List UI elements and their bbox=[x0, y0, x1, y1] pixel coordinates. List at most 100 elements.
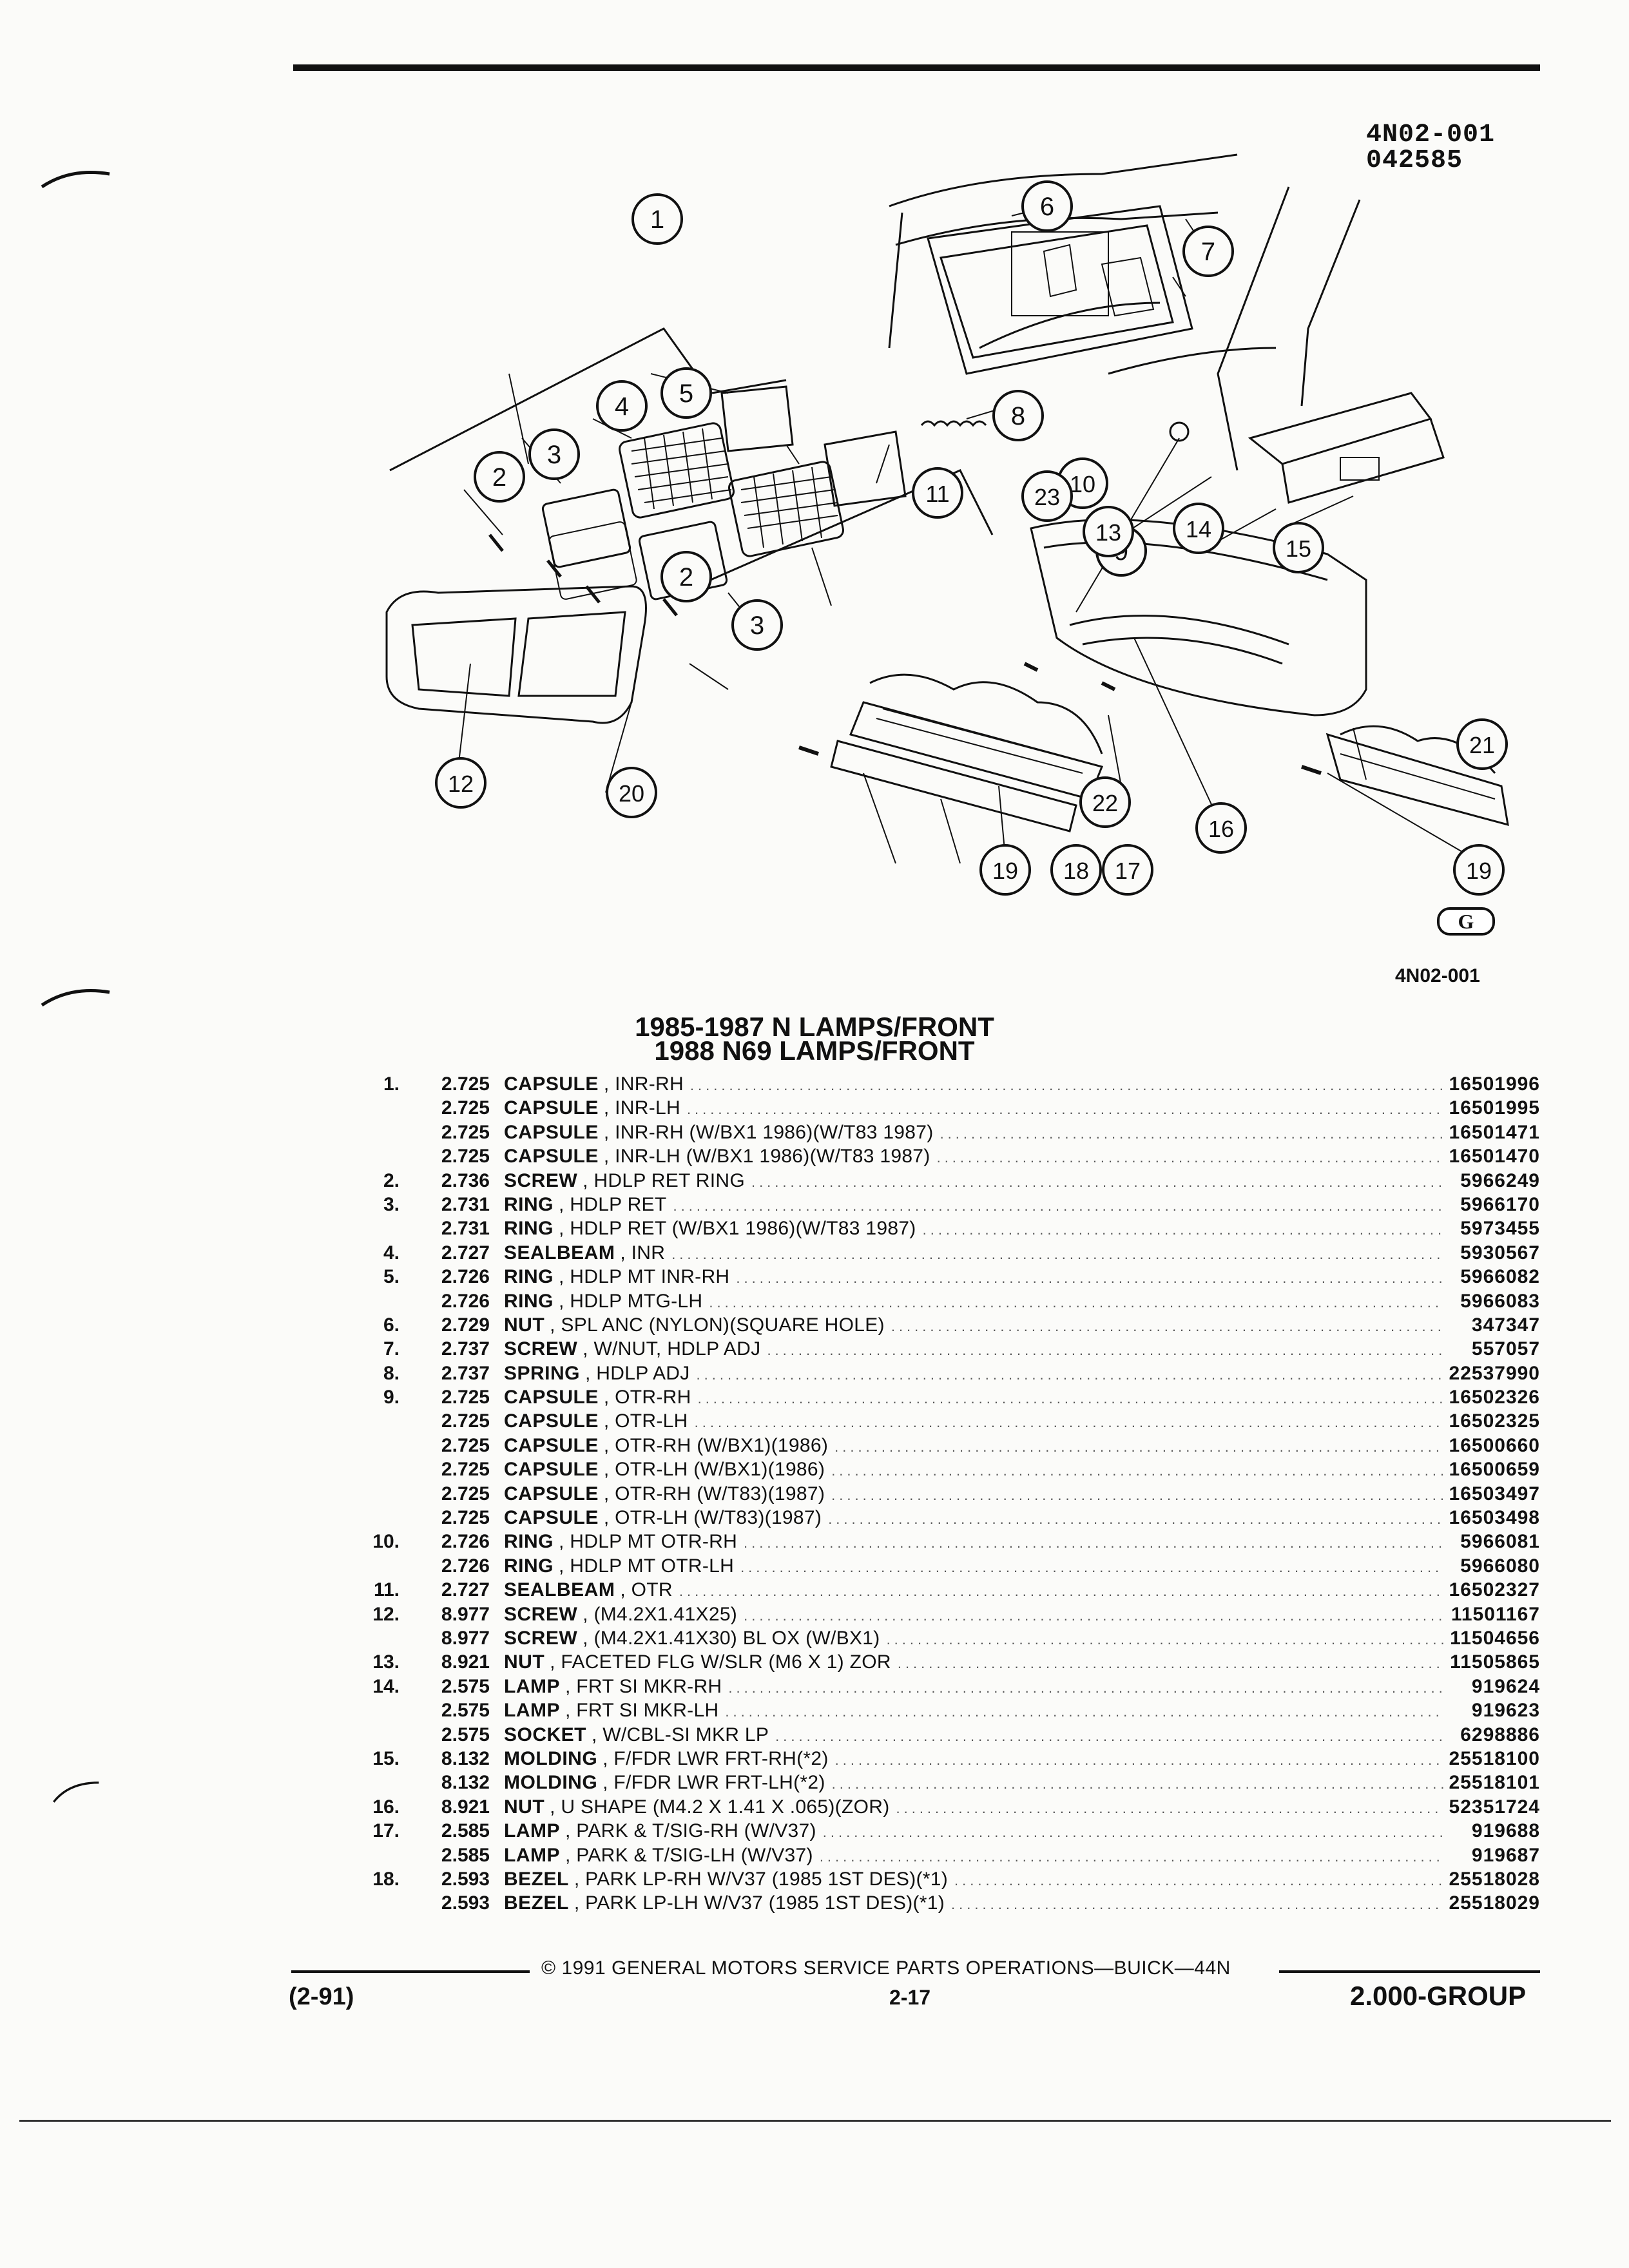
part-number: 11505865 bbox=[1450, 1651, 1540, 1673]
part-name: CAPSULE bbox=[504, 1459, 599, 1481]
part-number: 5966083 bbox=[1460, 1290, 1540, 1312]
dot-leader bbox=[889, 1796, 1443, 1820]
callout-label: 16 bbox=[1208, 816, 1234, 842]
park-lamp-17 bbox=[849, 673, 1104, 800]
callout-label: 4 bbox=[615, 392, 629, 421]
part-number: 5966081 bbox=[1460, 1531, 1540, 1553]
dot-leader bbox=[825, 1772, 1443, 1796]
part-number: 6298886 bbox=[1460, 1724, 1540, 1745]
item-number: 10. bbox=[372, 1531, 400, 1553]
dot-leader bbox=[760, 1338, 1443, 1362]
callout-3: 3 bbox=[528, 428, 580, 480]
part-name: LAMP bbox=[504, 1820, 560, 1842]
ret-ring-3a bbox=[541, 488, 631, 568]
item-number: 13. bbox=[372, 1651, 400, 1673]
callout-layer: 1234567891011121314151617181920212223231… bbox=[435, 180, 1508, 896]
callout-label: 8 bbox=[1011, 402, 1025, 430]
part-name: LAMP bbox=[504, 1844, 560, 1866]
group-number: 8.132 bbox=[441, 1772, 490, 1794]
part-description: , INR-LH bbox=[603, 1097, 680, 1119]
group-number: 8.921 bbox=[441, 1796, 490, 1818]
part-number: 919623 bbox=[1471, 1700, 1540, 1722]
callout-13: 13 bbox=[1083, 506, 1134, 557]
figure-code: 4N02-001 042585 bbox=[1366, 122, 1495, 174]
callout-3: 3 bbox=[731, 599, 783, 651]
callout-19: 19 bbox=[979, 844, 1031, 896]
part-name: CAPSULE bbox=[504, 1507, 599, 1529]
group-number: 2.575 bbox=[441, 1675, 490, 1697]
part-number: 25518100 bbox=[1449, 1747, 1540, 1769]
part-name: SCREW bbox=[504, 1338, 578, 1360]
part-name: RING bbox=[504, 1531, 554, 1553]
dot-leader bbox=[665, 1242, 1443, 1266]
callout-label: 19 bbox=[992, 858, 1018, 884]
dot-leader bbox=[718, 1700, 1443, 1724]
part-description: , W/CBL-SI MKR LP bbox=[592, 1724, 769, 1745]
part-name: SEALBEAM bbox=[504, 1242, 615, 1264]
item-number: 2. bbox=[383, 1169, 400, 1191]
gm-logo: G bbox=[1437, 907, 1495, 936]
mount-ring-10 bbox=[824, 430, 907, 507]
callout-label: 5 bbox=[679, 380, 693, 408]
group-number: 2.725 bbox=[441, 1434, 490, 1456]
item-number: 7. bbox=[383, 1338, 400, 1360]
group-number: 2.593 bbox=[441, 1868, 490, 1890]
callout-label: 17 bbox=[1115, 858, 1141, 884]
part-description: , HDLP RET (W/BX1 1986)(W/T83 1987) bbox=[559, 1218, 916, 1240]
group-number: 2.725 bbox=[441, 1507, 490, 1529]
callout-20: 20 bbox=[606, 767, 657, 818]
callout-label: 3 bbox=[547, 441, 561, 469]
part-description: , HDLP MTG-LH bbox=[559, 1290, 703, 1312]
part-number: 25518028 bbox=[1449, 1868, 1540, 1890]
dot-leader bbox=[691, 1387, 1443, 1410]
part-name: CAPSULE bbox=[504, 1146, 599, 1168]
headlamp-housing bbox=[927, 205, 1193, 375]
binder-mark-bottom bbox=[53, 1782, 99, 1803]
part-description: , F/FDR LWR FRT-LH(*2) bbox=[602, 1772, 825, 1794]
part-description: , HDLP ADJ bbox=[585, 1362, 690, 1384]
part-description: , W/NUT, HDLP ADJ bbox=[583, 1338, 761, 1360]
dot-leader bbox=[737, 1531, 1443, 1555]
figure-code-number: 4N02-001 bbox=[1366, 120, 1496, 149]
callout-2: 2 bbox=[474, 451, 525, 503]
group-number: 2.575 bbox=[441, 1724, 490, 1745]
part-name: BEZEL bbox=[504, 1892, 569, 1914]
dot-leader bbox=[885, 1314, 1443, 1338]
callout-23: 23 bbox=[1021, 470, 1073, 522]
callout-8: 8 bbox=[992, 390, 1044, 441]
part-description: , (M4.2X1.41X30) BL OX (W/BX1) bbox=[583, 1627, 880, 1649]
part-number: 5966170 bbox=[1460, 1193, 1540, 1215]
dot-leader bbox=[828, 1435, 1443, 1459]
nut-13 bbox=[1169, 421, 1190, 442]
part-description: , PARK LP-RH W/V37 (1985 1ST DES)(*1) bbox=[574, 1868, 949, 1890]
callout-6: 6 bbox=[1021, 180, 1073, 232]
part-name: LAMP bbox=[504, 1675, 560, 1697]
callout-19: 19 bbox=[1453, 844, 1505, 896]
part-description: , PARK & T/SIG-LH (W/V37) bbox=[565, 1844, 813, 1866]
part-number: 11504656 bbox=[1450, 1627, 1540, 1649]
group-number: 2.725 bbox=[441, 1121, 490, 1143]
part-description: , HDLP MT INR-RH bbox=[559, 1266, 730, 1288]
part-name: MOLDING bbox=[504, 1772, 598, 1794]
binder-mark-middle bbox=[41, 989, 110, 1007]
dot-leader bbox=[729, 1266, 1443, 1290]
part-number: 347347 bbox=[1471, 1314, 1540, 1336]
part-number: 16502326 bbox=[1449, 1387, 1540, 1408]
part-description: , OTR-LH (W/T83)(1987) bbox=[603, 1507, 822, 1529]
scan-edge-line bbox=[19, 2120, 1611, 2122]
part-description: , OTR-RH (W/BX1)(1986) bbox=[603, 1434, 829, 1456]
callout-11: 11 bbox=[912, 467, 963, 519]
callout-14: 14 bbox=[1173, 503, 1224, 554]
dot-leader bbox=[948, 1869, 1443, 1892]
